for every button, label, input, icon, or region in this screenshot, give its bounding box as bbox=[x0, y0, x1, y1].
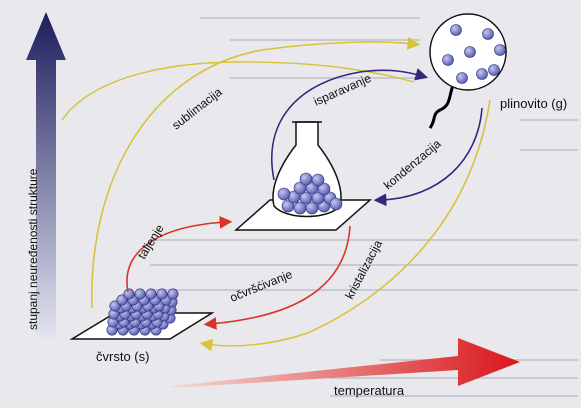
sublimation-label: sublimacija bbox=[169, 85, 225, 133]
solid-label: čvrsto (s) bbox=[96, 349, 149, 364]
temperature-axis-arrow bbox=[172, 338, 520, 388]
solid-particle bbox=[145, 288, 157, 300]
solid-particles bbox=[106, 288, 179, 336]
x-axis-label: temperatura bbox=[334, 383, 405, 398]
condensation-arrow bbox=[373, 107, 483, 207]
disorder-axis-arrow bbox=[26, 12, 66, 340]
solid-particle bbox=[109, 300, 121, 312]
gas-particles bbox=[442, 24, 506, 84]
gas-particle bbox=[482, 28, 494, 40]
evaporation-arrow bbox=[271, 68, 429, 181]
freezing-label: očvršćivanje bbox=[228, 267, 295, 305]
solid-particle bbox=[167, 288, 179, 300]
liquid-particle bbox=[277, 187, 291, 201]
gas-label: plinovito (g) bbox=[500, 96, 567, 111]
liquid-particle bbox=[299, 172, 313, 186]
gas-particle bbox=[456, 72, 468, 84]
solid-particle bbox=[134, 288, 146, 300]
crystallization-label: kristalizacija bbox=[342, 237, 385, 301]
melting-arrow bbox=[126, 216, 233, 293]
y-axis-label: stupanj neuređenosti strukture bbox=[26, 168, 40, 330]
balloon-string bbox=[428, 79, 457, 129]
condensation-label: kondenzacija bbox=[381, 136, 444, 192]
liquid-particle bbox=[281, 199, 295, 213]
gas-particle bbox=[442, 54, 454, 66]
gas-particle bbox=[488, 64, 500, 76]
solid-particle bbox=[123, 288, 135, 300]
solid-particle bbox=[116, 294, 128, 306]
gas-particle bbox=[450, 24, 462, 36]
gas-particle bbox=[494, 44, 506, 56]
liquid-particle bbox=[317, 182, 331, 196]
deposition-arrow bbox=[199, 99, 491, 352]
gas-upper-arc bbox=[61, 61, 415, 121]
liquid-particle bbox=[311, 173, 325, 187]
liquid-particle bbox=[329, 197, 343, 211]
liquid-particle bbox=[305, 201, 319, 215]
gas-particle bbox=[476, 68, 488, 80]
freezing-arrow bbox=[203, 225, 351, 330]
gas-particle bbox=[464, 46, 476, 58]
liquid-particles bbox=[277, 172, 343, 215]
solid-particle bbox=[156, 288, 168, 300]
melting-label: taljenje bbox=[135, 222, 167, 262]
